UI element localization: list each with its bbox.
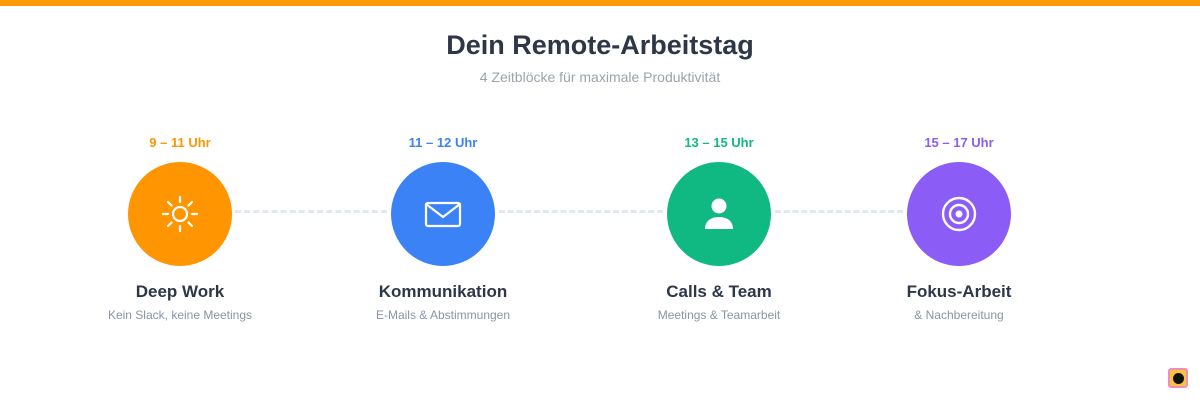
time-block-fokus-arbeit: 15 – 17 Uhr Fokus-Arbeit & Nachbereitung — [849, 134, 1069, 323]
block-title: Calls & Team — [666, 282, 772, 301]
badge-dot — [1172, 372, 1184, 384]
time-label: 15 – 17 Uhr — [924, 135, 994, 150]
connector-line-2 — [499, 210, 663, 213]
connector-line-1 — [235, 210, 387, 213]
top-accent-bar — [0, 0, 1200, 6]
brand-badge-icon[interactable] — [1168, 368, 1188, 388]
block-description: Kein Slack, keine Meetings — [107, 308, 253, 322]
mail-icon — [424, 201, 462, 228]
block-description: E-Mails & Abstimmungen — [375, 308, 511, 322]
target-icon — [941, 196, 977, 232]
time-block-calls-team: 13 – 15 Uhr Calls & Team Meetings & Team… — [609, 134, 829, 323]
time-label: 13 – 15 Uhr — [684, 135, 754, 150]
icon-circle — [907, 162, 1011, 266]
block-description: & Nachbereitung — [914, 308, 1004, 322]
time-label: 11 – 12 Uhr — [408, 135, 478, 150]
block-title: Deep Work — [135, 282, 225, 301]
block-description: Meetings & Teamarbeit — [657, 308, 781, 322]
time-label: 9 – 11 Uhr — [149, 135, 211, 150]
person-icon — [705, 198, 733, 229]
time-block-kommunikation: 11 – 12 Uhr Kommunikation E-Mails & Abst… — [333, 134, 553, 323]
icon-circle — [391, 162, 495, 266]
page-subtitle: 4 Zeitblöcke für maximale Produktivität — [479, 69, 721, 85]
block-title: Kommunikation — [378, 282, 508, 301]
sun-icon — [161, 195, 199, 233]
icon-circle — [128, 162, 232, 266]
connector-line-3 — [775, 210, 903, 213]
block-title: Fokus-Arbeit — [906, 282, 1012, 301]
page-title: Dein Remote-Arbeitstag — [446, 30, 754, 60]
icon-circle — [667, 162, 771, 266]
time-block-deep-work: 9 – 11 Uhr Deep Work Kein Slack, keine M… — [70, 134, 290, 323]
